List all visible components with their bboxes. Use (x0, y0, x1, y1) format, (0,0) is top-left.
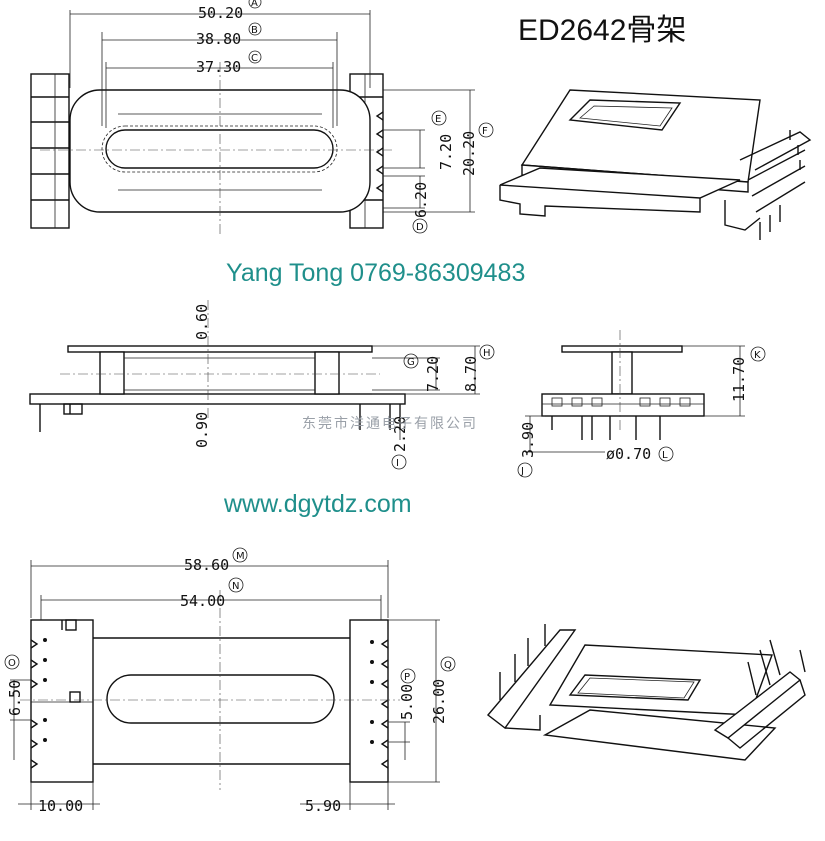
side-view: 0.60 0.90 7.20 G 8.70 H 2.20 I (29, 300, 495, 470)
dim-54-00: 54.00 (180, 592, 225, 610)
dim-10-00: 10.00 (38, 797, 83, 815)
dim-58-60: 58.60 (184, 556, 229, 574)
svg-text:K: K (754, 350, 761, 361)
svg-text:H: H (483, 348, 491, 359)
dim-0-90: 0.90 (193, 412, 211, 448)
dim-6-20: 6.20 (412, 182, 430, 218)
svg-text:N: N (232, 581, 239, 592)
svg-text:M: M (236, 551, 245, 562)
dim-7-20: 7.20 (437, 134, 455, 170)
svg-text:J: J (520, 466, 524, 477)
watermark-url: www.dgytdz.com (223, 490, 412, 518)
bottom-view: 58.60 M 54.00 N 6.50 O 5.00 P 26.00 Q (4, 547, 456, 815)
dim-6-50: 6.50 (6, 680, 24, 716)
dim-26-00: 26.00 (430, 679, 448, 724)
window-slot (105, 129, 334, 169)
dim-50-20: 50.20 (198, 4, 243, 22)
dim-7-20-side: 7.20 (424, 356, 442, 392)
svg-text:A: A (251, 0, 258, 9)
svg-text:I: I (396, 458, 399, 469)
dim-37-30: 37.30 (196, 58, 241, 76)
svg-text:E: E (435, 114, 441, 125)
svg-text:L: L (662, 450, 668, 461)
isometric-view-bottom (486, 624, 806, 761)
left-terminal-block (30, 73, 70, 229)
end-view: 11.70 K 3.90 J ø0.70 L (517, 330, 766, 478)
watermark-phone: Yang Tong 0769-86309483 (226, 259, 525, 287)
svg-text:D: D (416, 222, 424, 233)
dim-38-80: 38.80 (196, 30, 241, 48)
dim-11-70: 11.70 (730, 357, 748, 402)
dim-dia-0-70: ø0.70 (606, 445, 651, 463)
dim-5-90: 5.90 (305, 797, 341, 815)
svg-text:F: F (482, 126, 488, 137)
svg-text:Q: Q (444, 660, 452, 671)
dim-0-60: 0.60 (193, 304, 211, 340)
dim-20-20: 20.20 (460, 131, 478, 176)
dim-5-00: 5.00 (398, 684, 416, 720)
svg-text:O: O (8, 658, 16, 669)
isometric-view-top (499, 89, 812, 240)
svg-text:B: B (251, 25, 258, 36)
top-view: 50.20 A 38.80 B 37.30 C 20.20 F 7.20 E 6 (30, 0, 494, 234)
dim-8-70: 8.70 (462, 356, 480, 392)
watermark-company: 东莞市洋通电子有限公司 (302, 415, 478, 432)
drawing-title: ED2642骨架 (518, 14, 686, 47)
svg-text:G: G (407, 357, 415, 368)
svg-text:P: P (404, 672, 410, 683)
dim-3-90: 3.90 (519, 422, 537, 458)
svg-text:C: C (251, 53, 258, 64)
window-slot-bottom (106, 674, 335, 724)
dim-2-20: 2.20 (391, 416, 409, 452)
